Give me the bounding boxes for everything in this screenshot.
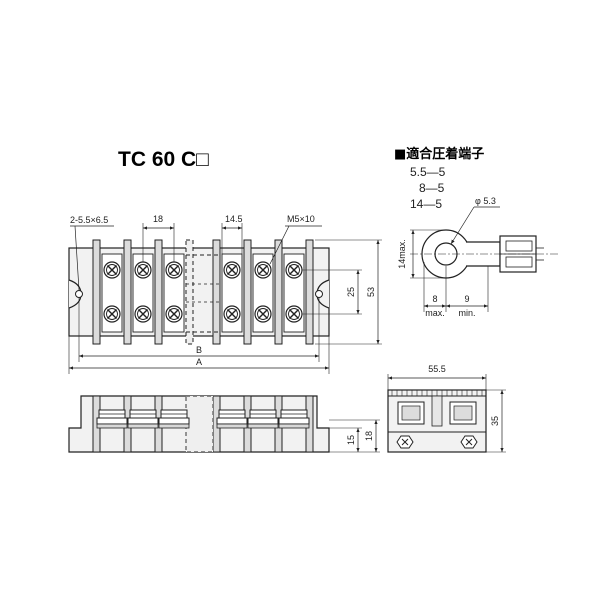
mount-hole — [75, 290, 83, 298]
height-inner-label: 25 — [346, 287, 356, 297]
pitch2-label: 14.5 — [225, 214, 243, 224]
lug-dim2-value: 9 — [464, 294, 469, 304]
hole-dia-label: φ 5.3 — [475, 196, 496, 206]
top-view: 2-5.5×6.5 18 14.5 M5×10 25 53 B — [68, 214, 382, 374]
page-title: TC 60 C□ — [118, 148, 209, 171]
hex-bolt-icon — [396, 435, 414, 449]
compat-item: 8—5 — [419, 181, 445, 195]
hole-label: 2-5.5×6.5 — [70, 215, 108, 225]
side-h1-label: 15 — [346, 435, 356, 445]
lug-dim1-value: 8 — [432, 294, 437, 304]
lug-dim1-note: max. — [425, 308, 445, 318]
end-width-label: 55.5 — [428, 364, 446, 374]
pitch-label: 18 — [153, 214, 163, 224]
compat-item: 5.5—5 — [410, 165, 446, 179]
screw-label: M5×10 — [287, 214, 315, 224]
height-outer-label: 53 — [366, 287, 376, 297]
width-a-label: A — [196, 357, 202, 367]
compat-heading: ■適合圧着端子 — [394, 146, 484, 162]
lug-width-label: 14max. — [397, 239, 407, 269]
side-h2-label: 18 — [364, 431, 374, 441]
mount-hole — [315, 290, 323, 298]
width-b-label: B — [196, 345, 202, 355]
end-view: 55.5 35 — [387, 364, 506, 453]
end-height-label: 35 — [490, 416, 500, 426]
side-view: 15 18 — [68, 395, 380, 453]
lug-dim2-note: min. — [458, 308, 475, 318]
compat-item: 14—5 — [410, 197, 442, 211]
hex-bolt-icon — [460, 435, 478, 449]
crimp-lug: φ 5.3 14max. 8 max. 9 min. — [397, 196, 560, 318]
